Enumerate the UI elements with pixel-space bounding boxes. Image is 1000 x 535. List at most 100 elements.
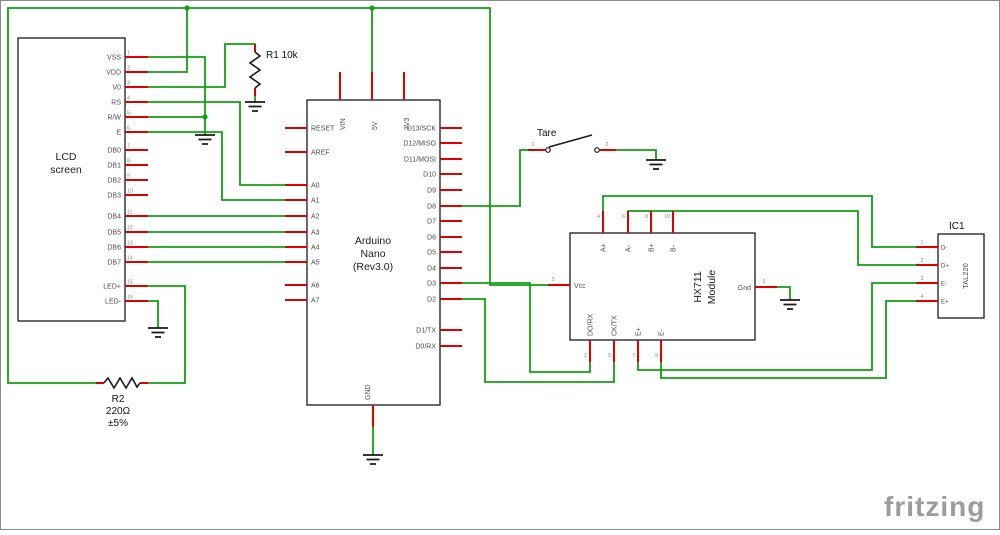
ic1-pin-stubs — [916, 246, 938, 302]
pin-label: CK/TX — [612, 315, 619, 336]
pin-label: E+ — [941, 300, 949, 306]
arduino-left-stubs — [285, 127, 307, 301]
pin-number: 1 — [127, 51, 130, 57]
hx711-bottom-stubs — [589, 340, 662, 362]
arduino-right-stubs — [440, 127, 462, 347]
wires — [7, 7, 917, 456]
pin-label: D5 — [427, 250, 436, 257]
pin-label: DB0 — [107, 148, 121, 155]
r1-label: R1 10k — [266, 50, 299, 61]
ledplus-r2-wire — [147, 285, 186, 384]
vdd-wire — [147, 7, 188, 73]
ic1-pin-numbers: 1 2 3 4 — [921, 240, 924, 300]
pin-label: E- — [659, 328, 666, 336]
pin-label: D10 — [423, 172, 436, 179]
lcd-pin-stubs — [125, 56, 148, 302]
pin-label: R/W — [107, 115, 121, 122]
ground-symbol — [363, 454, 383, 465]
r1-zigzag — [248, 51, 262, 89]
pin-label: D11/MOSI — [404, 157, 436, 164]
hx711-side-stubs — [548, 284, 777, 288]
hx711-bottom-pin-numbers: 1 5 7 9 — [584, 353, 658, 359]
pin-label: A2 — [311, 214, 320, 221]
hx711-title: HX711 — [692, 271, 704, 302]
pin-label: D3 — [427, 281, 436, 288]
pin-label: D6 — [427, 235, 436, 242]
pin-number: 4 — [921, 294, 924, 300]
pin-number: 9 — [655, 353, 658, 359]
arduino-top-pin-labels: VIN 5V 3V3 — [340, 117, 411, 130]
fritzing-watermark: fritzing — [884, 491, 985, 522]
pin-label: DB2 — [107, 178, 121, 185]
pin-number: 7 — [127, 144, 130, 150]
pin-number: 10 — [127, 189, 133, 195]
pin-label: D12/MISO — [403, 141, 436, 148]
pin-label: A+ — [601, 243, 608, 252]
pin-label: AREF — [311, 150, 330, 157]
ic1-pin-labels: D- D+ E- E+ — [941, 246, 949, 306]
pin-number: 8 — [645, 214, 648, 220]
junction-dot — [202, 114, 208, 120]
pin-label: E+ — [636, 327, 643, 336]
junction-dot — [369, 5, 375, 11]
hx711-title: Module — [706, 270, 718, 305]
pin-label: D13/SCK — [407, 126, 437, 133]
pin-number: 4 — [597, 214, 600, 220]
tare-ground-wire — [615, 149, 657, 161]
pin-label: V0 — [112, 85, 121, 92]
rs-a0-wire — [147, 101, 286, 186]
r2-name: R2 — [112, 394, 125, 405]
switch-lever — [548, 134, 593, 148]
ground-symbol — [195, 134, 215, 145]
aplus-loadcell-wire — [602, 195, 917, 248]
arduino-nano-component: Arduino Nano (Rev3.0) RESET AREF A0 A1 A… — [285, 72, 462, 427]
ground-symbol — [646, 159, 666, 170]
pin-number: 9 — [127, 174, 130, 180]
pin-label: B+ — [649, 243, 656, 252]
hx711-body — [569, 232, 756, 341]
arduino-title: Arduino — [355, 235, 391, 247]
pin-label: Gnd — [738, 285, 751, 292]
pin-label: Vcc — [574, 283, 586, 290]
d3-dorx-wire — [461, 282, 591, 373]
lcd-pin-labels: VSS VDD V0 RS R/W E DB0 DB1 DB2 DB3 DB4 … — [103, 55, 121, 306]
pin-label: D4 — [427, 266, 436, 273]
pin-label: DO/RX — [588, 314, 595, 337]
pin-number: 2 — [921, 258, 924, 264]
ground-symbol — [780, 299, 800, 310]
pin-number: 10 — [664, 214, 670, 220]
resistor-r2: R2 220Ω ±5% — [96, 376, 148, 429]
hx711-bottom-pin-labels: DO/RX CK/TX E+ E- — [588, 314, 666, 337]
pin-label: E — [116, 130, 121, 137]
pin-label: A4 — [311, 245, 320, 252]
pin-label: DB3 — [107, 193, 121, 200]
arduino-left-pin-labels: RESET AREF A0 A1 A2 A3 A4 A5 A6 A7 — [311, 126, 335, 305]
vss-ground-wire — [147, 56, 206, 136]
pin-label: E- — [941, 282, 947, 288]
pin-label: VDD — [106, 70, 121, 77]
pin-label: RESET — [311, 126, 335, 133]
e-a1-wire — [147, 131, 286, 201]
arduino-top-stubs — [339, 72, 405, 100]
ic1-part-label: TAL220 — [961, 263, 970, 289]
ic1-title: IC1 — [949, 221, 965, 232]
pin-number: 14 — [127, 256, 133, 262]
pin-label: A1 — [311, 198, 320, 205]
pin-label: D9 — [427, 188, 436, 195]
pin-number: 1 — [532, 142, 535, 148]
pin-label: 5V — [372, 121, 379, 130]
lcd-title: screen — [50, 164, 82, 176]
pin-number: 12 — [127, 226, 133, 232]
pin-number: 5 — [608, 353, 611, 359]
pin-label: D0/RX — [415, 344, 436, 351]
pin-number: 7 — [632, 353, 635, 359]
pin-label: 3V3 — [404, 117, 411, 130]
pin-label: D2 — [427, 297, 436, 304]
d2-cktx-wire — [461, 298, 615, 383]
eplus-loadcell-wire — [637, 282, 917, 371]
pin-label: A5 — [311, 260, 320, 267]
tare-label: Tare — [537, 128, 557, 139]
lcd-pin-numbers: 1 2 3 4 5 6 7 8 9 10 11 12 13 14 15 16 — [127, 51, 133, 301]
